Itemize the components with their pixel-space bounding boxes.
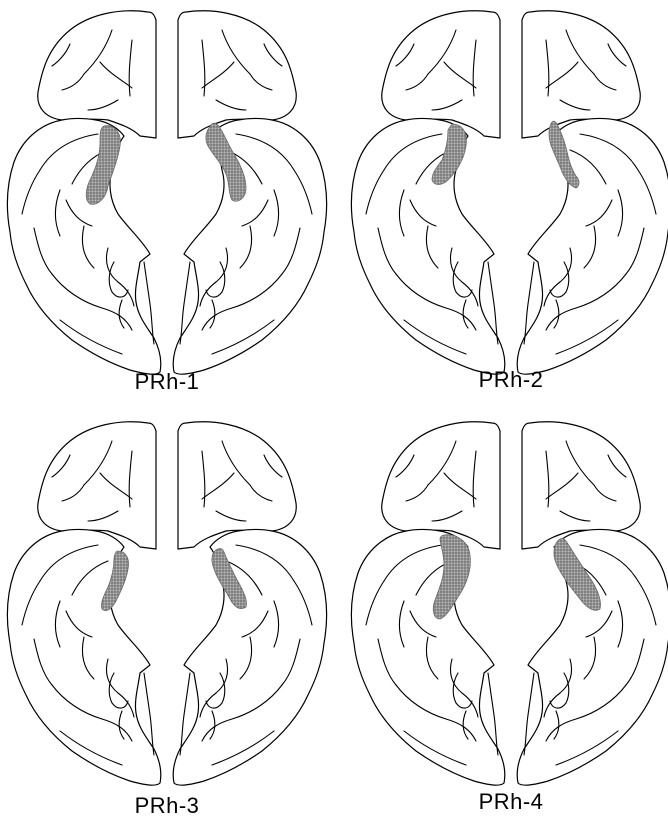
panel-prh-4: PRh-4 [344, 411, 668, 822]
panel-prh-1: PRh-1 [0, 0, 334, 411]
brain-ventral-view [0, 0, 334, 411]
brain-ventral-view [344, 0, 668, 411]
panel-label: PRh-4 [344, 789, 668, 815]
right-hemisphere [173, 422, 326, 785]
panel-prh-3: PRh-3 [0, 411, 334, 822]
panel-label: PRh-3 [0, 793, 334, 819]
right-hemisphere [173, 11, 326, 374]
brain-ventral-view [0, 411, 334, 822]
right-hemisphere [517, 11, 668, 374]
panel-label: PRh-2 [344, 367, 668, 393]
panel-prh-2: PRh-2 [344, 0, 668, 411]
brain-ventral-view [344, 411, 668, 822]
panel-label: PRh-1 [0, 369, 334, 395]
left-hemisphere [7, 11, 160, 374]
left-hemisphere [7, 422, 160, 785]
left-hemisphere [351, 11, 504, 374]
left-hemisphere [351, 422, 504, 785]
